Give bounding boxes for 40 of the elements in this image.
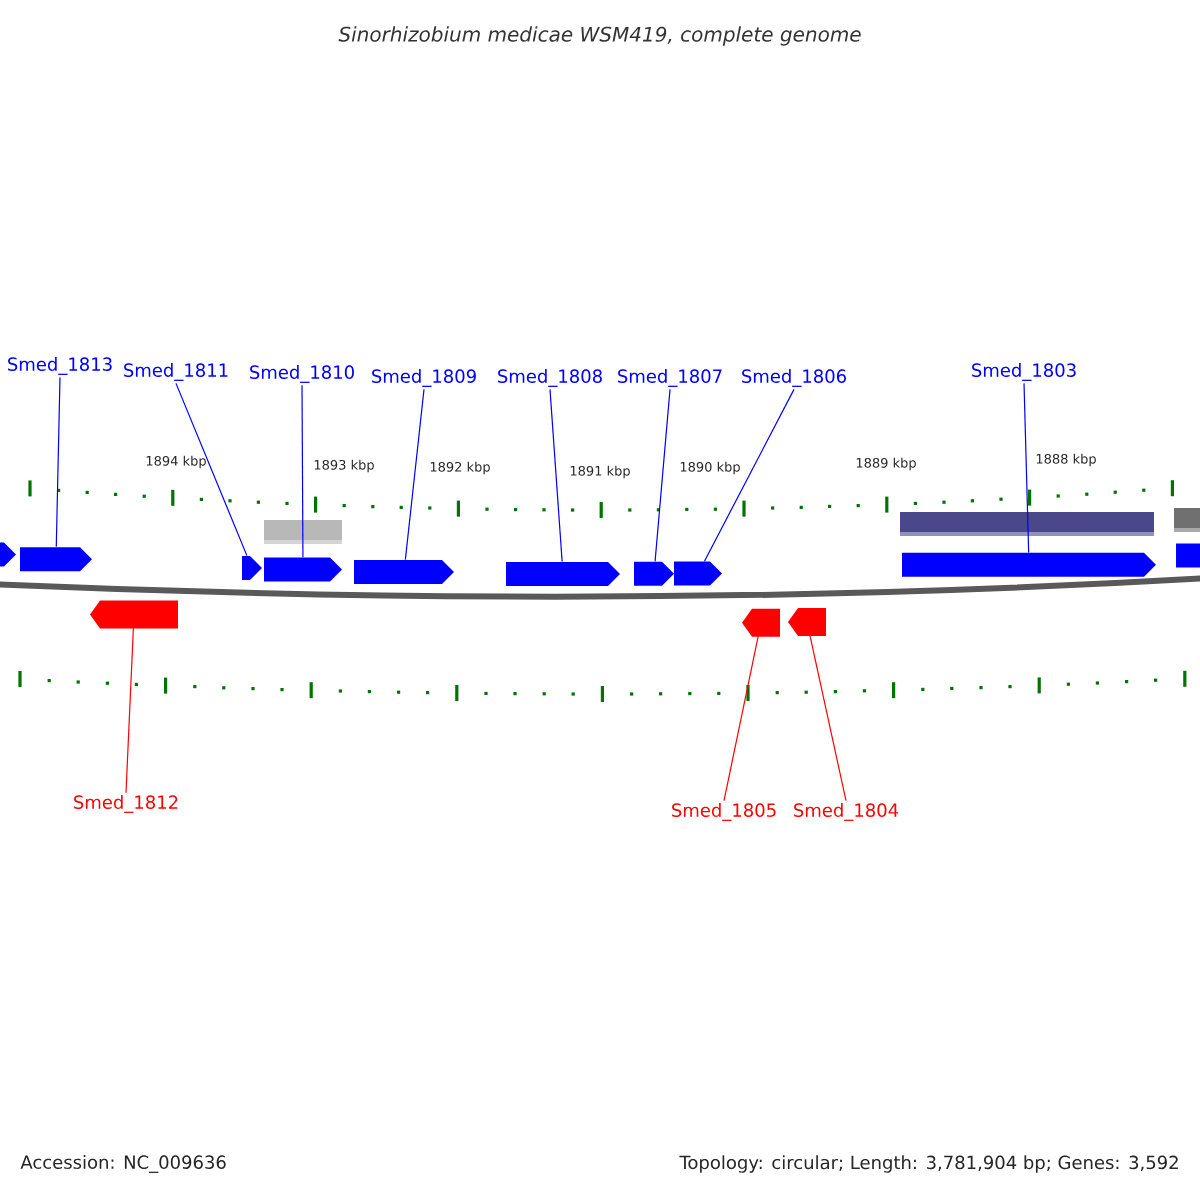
- leader-line: [654, 388, 671, 562]
- gene-label: Smed_1811: [124, 363, 228, 381]
- leader-line: [301, 384, 304, 558]
- leader-line: [1023, 382, 1030, 553]
- gene-label: Smed_1810: [250, 365, 354, 383]
- gene-label: Smed_1806: [742, 369, 846, 387]
- gene-label: Smed_1805: [672, 803, 776, 821]
- gene-label: Smed_1807: [618, 369, 722, 387]
- footer-text: Topology: circular; Length: 3,781,904 bp; Genes: 3,592: [679, 1155, 1178, 1173]
- feature-bar: [900, 512, 1154, 536]
- gene-label: Smed_1809: [372, 369, 476, 387]
- gene-label: Smed_1812: [74, 795, 178, 813]
- gene-block: [20, 547, 92, 572]
- gene-block: [1176, 543, 1200, 568]
- gene-block: [742, 608, 780, 637]
- feature-bar: [1174, 508, 1200, 532]
- gene-label: Smed_1803: [972, 363, 1076, 381]
- gene-label: Smed_1813: [8, 357, 112, 375]
- feature-bar: [264, 520, 342, 544]
- gene-block: [90, 600, 178, 629]
- footer-text: Accession: NC_009636: [20, 1155, 226, 1173]
- gene-block: [242, 556, 262, 580]
- leader-line: [125, 626, 135, 794]
- leader-line: [549, 388, 563, 563]
- leader-line: [723, 634, 760, 802]
- gene-block: [674, 561, 722, 586]
- title: Sinorhizobium medicae WSM419, complete genome: [338, 26, 861, 46]
- gene-label: Smed_1808: [498, 369, 602, 387]
- gene-block: [354, 560, 454, 584]
- leader-line: [55, 376, 61, 548]
- leader-line: [703, 388, 795, 562]
- gene-label: Smed_1804: [794, 803, 899, 821]
- leader-line: [404, 388, 425, 561]
- leader-line: [809, 633, 847, 802]
- gene-block: [634, 561, 674, 586]
- gene-block: [0, 542, 16, 567]
- gene-block: [902, 552, 1156, 577]
- leader-line: [175, 382, 248, 557]
- gene-block: [506, 562, 620, 586]
- gene-block: [788, 608, 826, 636]
